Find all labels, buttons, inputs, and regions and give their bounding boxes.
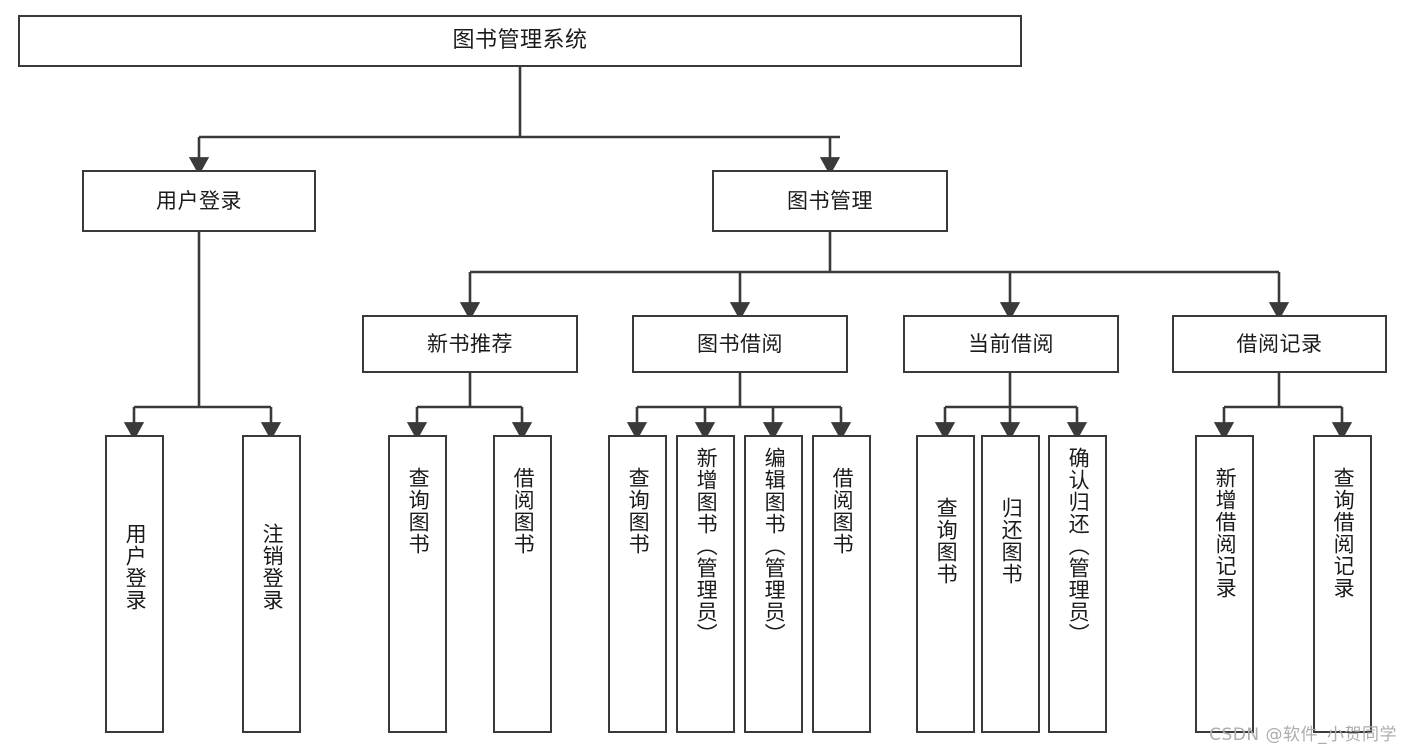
node-new-book-recommend[interactable]: 新书推荐 [362,315,578,373]
node-root-label: 图书管理系统 [452,28,588,54]
leaf-query-book-new[interactable]: 查询图书 [388,435,447,733]
node-new-book-recommend-label: 新书推荐 [427,331,513,356]
node-current-borrow[interactable]: 当前借阅 [903,315,1119,373]
leaf-edit-book-admin[interactable]: 编辑图书（管理员） [744,435,803,733]
leaf-user-login-label: 用户登录 [123,523,148,611]
leaf-logout-label: 注销登录 [260,523,285,611]
leaf-user-login[interactable]: 用户登录 [105,435,164,733]
leaf-borrow-book-new-label: 借阅图书 [511,467,536,555]
leaf-add-book-admin[interactable]: 新增图书（管理员） [676,435,735,733]
node-current-borrow-label: 当前借阅 [968,331,1054,356]
leaf-add-borrow-record[interactable]: 新增借阅记录 [1195,435,1254,733]
leaf-confirm-return-admin[interactable]: 确认归还（管理员） [1048,435,1107,733]
node-borrow-record[interactable]: 借阅记录 [1172,315,1387,373]
leaf-confirm-return-admin-label: 确认归还（管理员） [1066,447,1091,645]
leaf-edit-book-admin-label: 编辑图书（管理员） [762,447,787,645]
leaf-query-borrow-record[interactable]: 查询借阅记录 [1313,435,1372,733]
node-root[interactable]: 图书管理系统 [18,15,1022,67]
leaf-logout[interactable]: 注销登录 [242,435,301,733]
leaf-add-borrow-record-label: 新增借阅记录 [1213,467,1238,599]
node-book-management-label: 图书管理 [787,188,873,213]
leaf-query-book-new-label: 查询图书 [406,467,431,555]
leaf-add-book-admin-label: 新增图书（管理员） [694,447,719,645]
leaf-query-book-borrow[interactable]: 查询图书 [608,435,667,733]
node-user-login-label: 用户登录 [156,188,242,213]
leaf-return-book-label: 归还图书 [999,497,1024,585]
leaf-borrow-book-new[interactable]: 借阅图书 [493,435,552,733]
leaf-query-book-current-label: 查询图书 [934,497,959,585]
leaf-query-book-current[interactable]: 查询图书 [916,435,975,733]
node-book-management[interactable]: 图书管理 [712,170,948,232]
leaf-query-borrow-record-label: 查询借阅记录 [1331,467,1356,599]
node-borrow-record-label: 借阅记录 [1236,331,1323,356]
leaf-query-book-borrow-label: 查询图书 [626,467,651,555]
leaf-borrow-book-label: 借阅图书 [830,467,855,555]
node-book-borrow-label: 图书借阅 [697,331,783,356]
node-book-borrow[interactable]: 图书借阅 [632,315,848,373]
leaf-return-book[interactable]: 归还图书 [981,435,1040,733]
watermark: CSDN @软件_小贺同学 [1209,725,1397,745]
node-user-login[interactable]: 用户登录 [82,170,316,232]
leaf-borrow-book[interactable]: 借阅图书 [812,435,871,733]
